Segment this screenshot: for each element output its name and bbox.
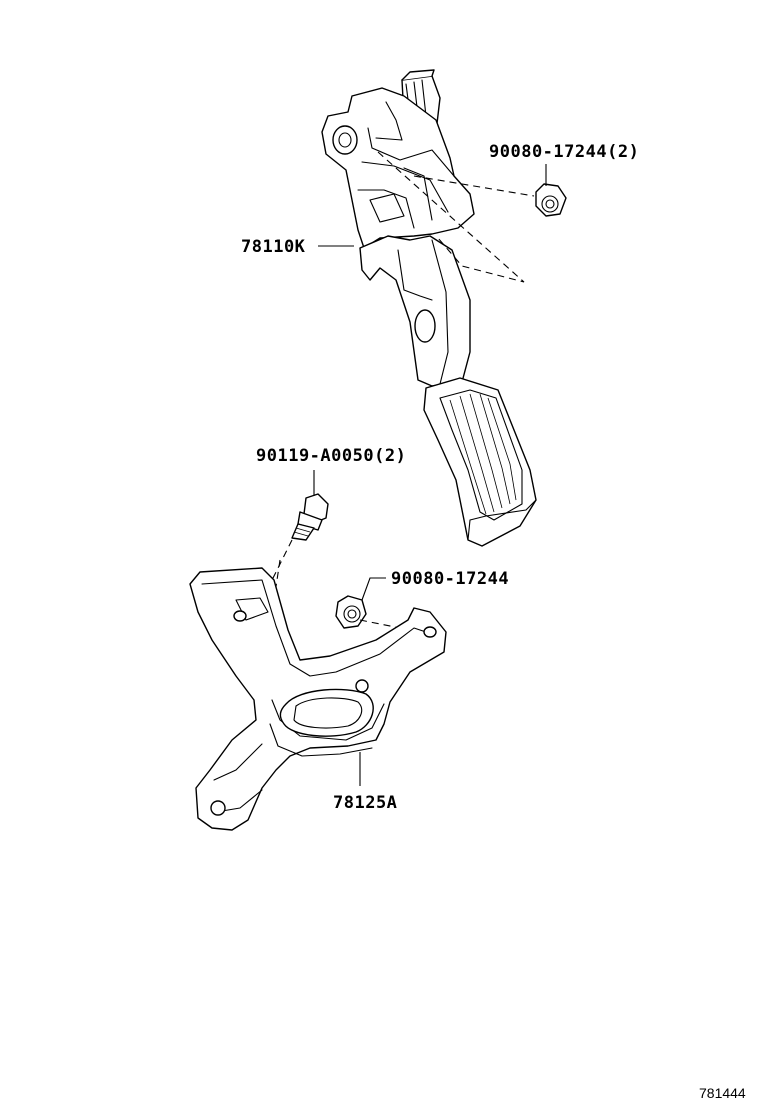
label-bolt-number: 90119-A0050 [256,446,374,466]
label-pedal-assembly: 78110K [241,237,306,257]
leader-nut-lower [361,577,386,601]
label-bracket: 78125A [333,793,397,813]
diagram-id: 781444 [699,1085,746,1101]
label-nut-upper-number: 90080-17244 [489,142,607,162]
label-nut-upper: 90080-17244(2) [489,142,639,162]
nut-lower[interactable] [335,595,431,635]
label-bolt-qty: (2) [374,446,406,466]
pedal-bracket[interactable] [189,567,447,831]
nut-upper[interactable] [535,183,567,217]
label-nut-lower: 90080-17244 [391,569,509,589]
label-nut-upper-qty: (2) [607,142,639,162]
accelerator-pedal-assembly[interactable] [321,69,537,547]
label-bolt: 90119-A0050(2) [256,446,406,466]
